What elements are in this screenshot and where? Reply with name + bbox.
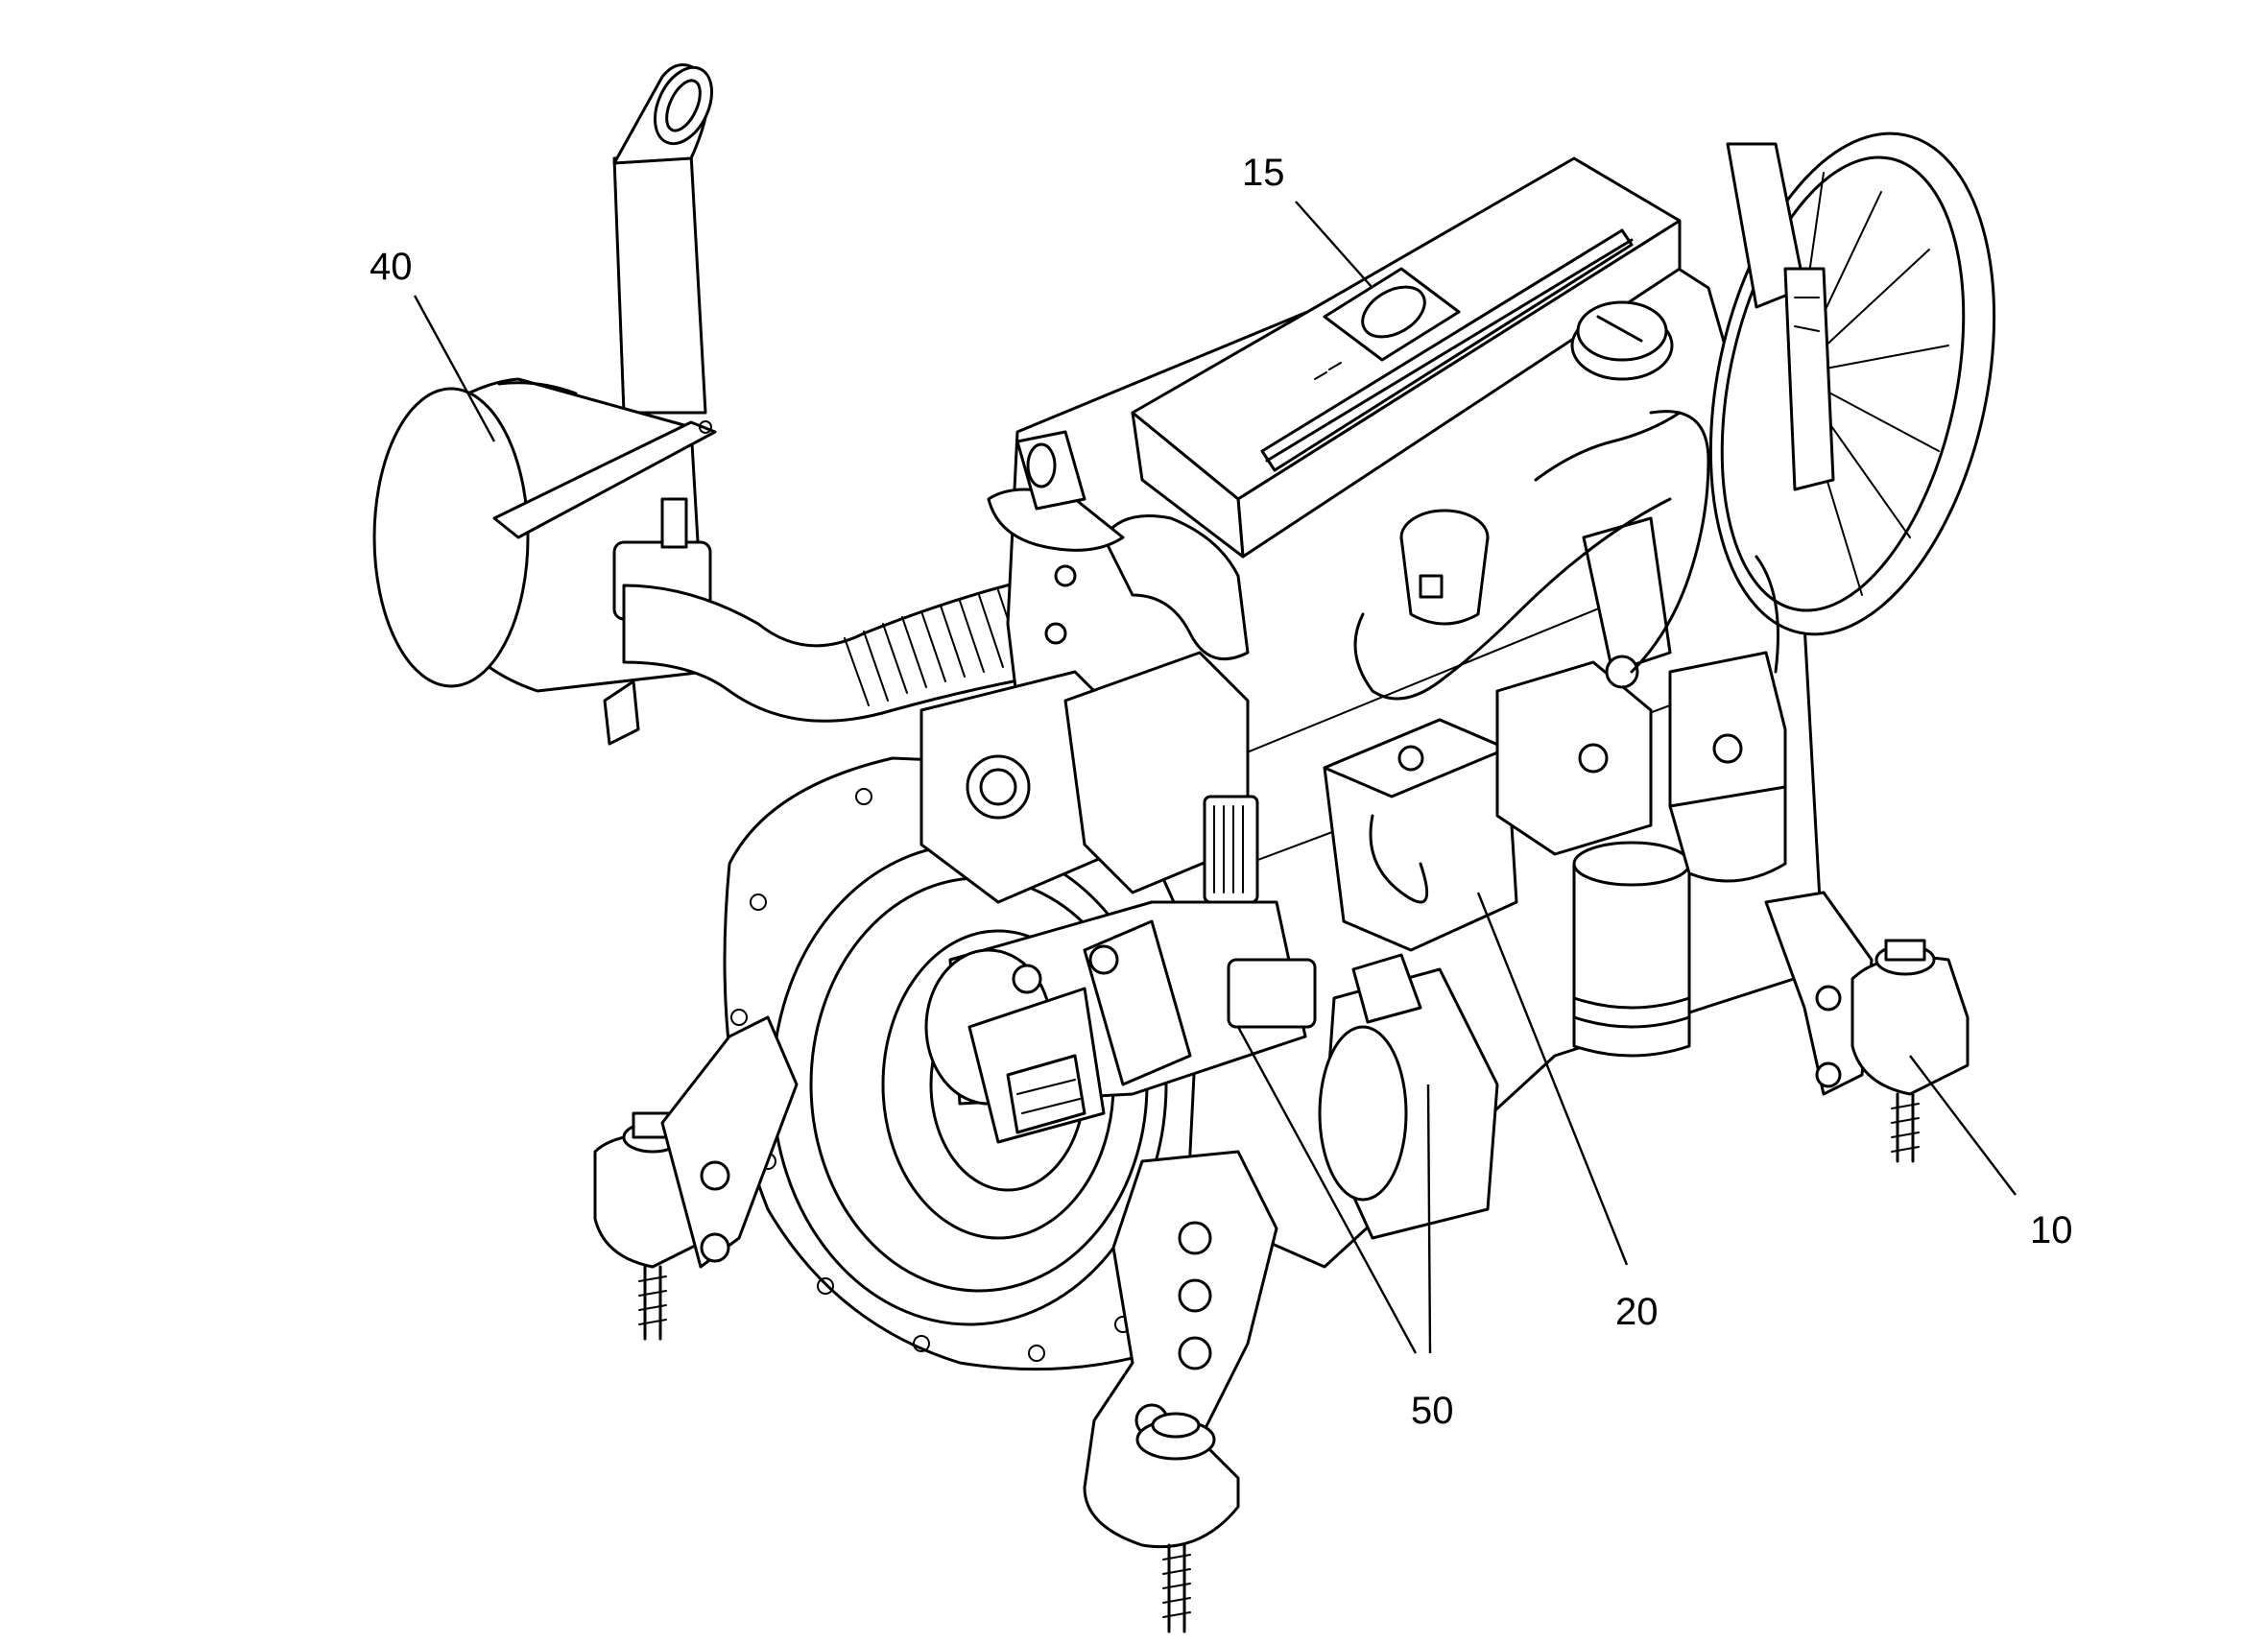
- callout-40: 40: [370, 246, 413, 288]
- fuel-filter: [1323, 718, 1518, 952]
- callout-20: 20: [1615, 1291, 1659, 1333]
- muffler: [372, 377, 717, 746]
- valve-cover: [1131, 156, 1682, 559]
- leader-20: [1476, 892, 1629, 1266]
- oil-filler-cap: [1570, 300, 1674, 381]
- callout-50: 50: [1411, 1390, 1454, 1432]
- leader-10: [1909, 1055, 2017, 1196]
- leader-15: [1295, 201, 1373, 289]
- exhaust-pipe: [612, 63, 714, 415]
- callout-10: 10: [2030, 1209, 2073, 1251]
- leader-50-a: [1236, 1026, 1418, 1354]
- injection-pump: [1495, 516, 1787, 883]
- starter-motor: [1318, 953, 1499, 1240]
- engine-mount-rear-right: [1764, 891, 1970, 1163]
- leader-40: [413, 295, 496, 442]
- callout-15: 15: [1242, 152, 1285, 194]
- leader-lines: [413, 201, 2017, 1354]
- hydraulic-pump: [924, 900, 1317, 1144]
- intake-pipe: [987, 430, 1250, 661]
- engine-mount-front-left: [593, 1015, 799, 1341]
- upper-pump: [919, 651, 1259, 904]
- engine-mount-front-center: [1083, 1150, 1278, 1633]
- thermostat-housing: [1399, 509, 1490, 626]
- leader-50-b: [1426, 1084, 1432, 1354]
- cooling-fan: [1708, 131, 1996, 636]
- fuel-lines: [1353, 410, 1779, 701]
- oil-filter: [1572, 841, 1691, 1058]
- exhaust-hose: [622, 574, 1067, 723]
